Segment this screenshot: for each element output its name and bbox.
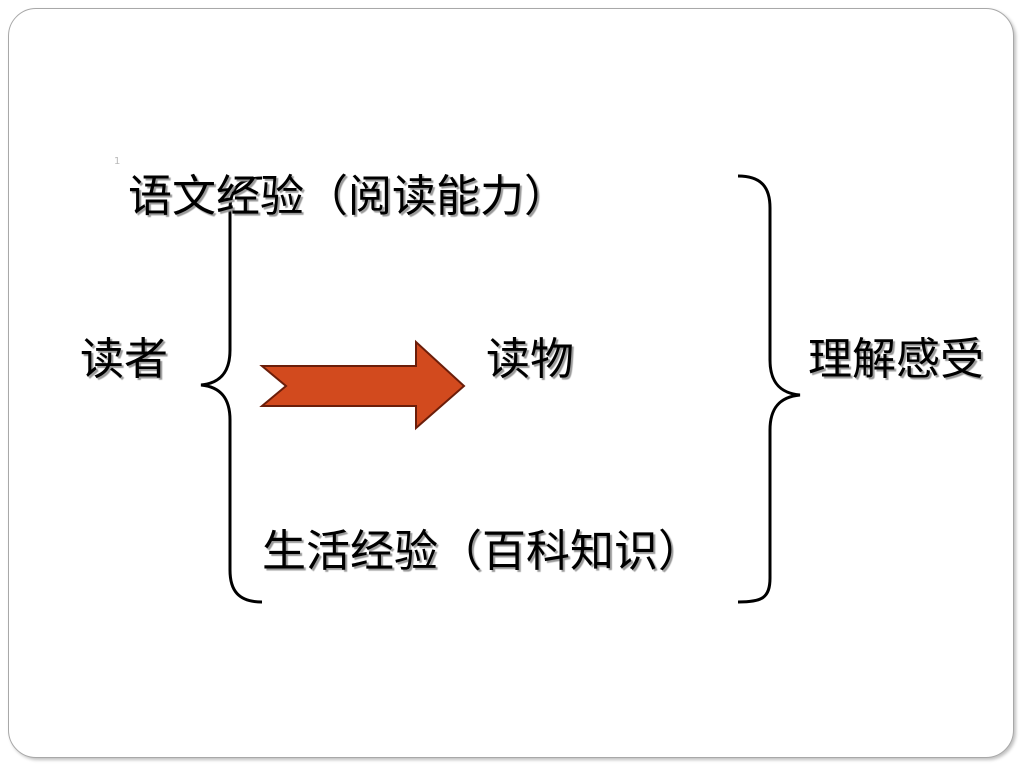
slide-frame xyxy=(8,8,1014,758)
label-life-experience: 生活经验（百科知识） xyxy=(262,526,702,577)
label-reader: 读者 xyxy=(80,334,168,385)
label-language-experience: 语文经验（阅读能力） xyxy=(128,171,568,222)
left-brace xyxy=(200,176,263,604)
right-brace xyxy=(737,174,801,604)
label-reading-material: 读物 xyxy=(486,334,574,385)
slide-marker: 1 xyxy=(114,156,121,167)
right-arrow xyxy=(259,339,466,431)
label-understanding: 理解感受 xyxy=(808,334,984,385)
